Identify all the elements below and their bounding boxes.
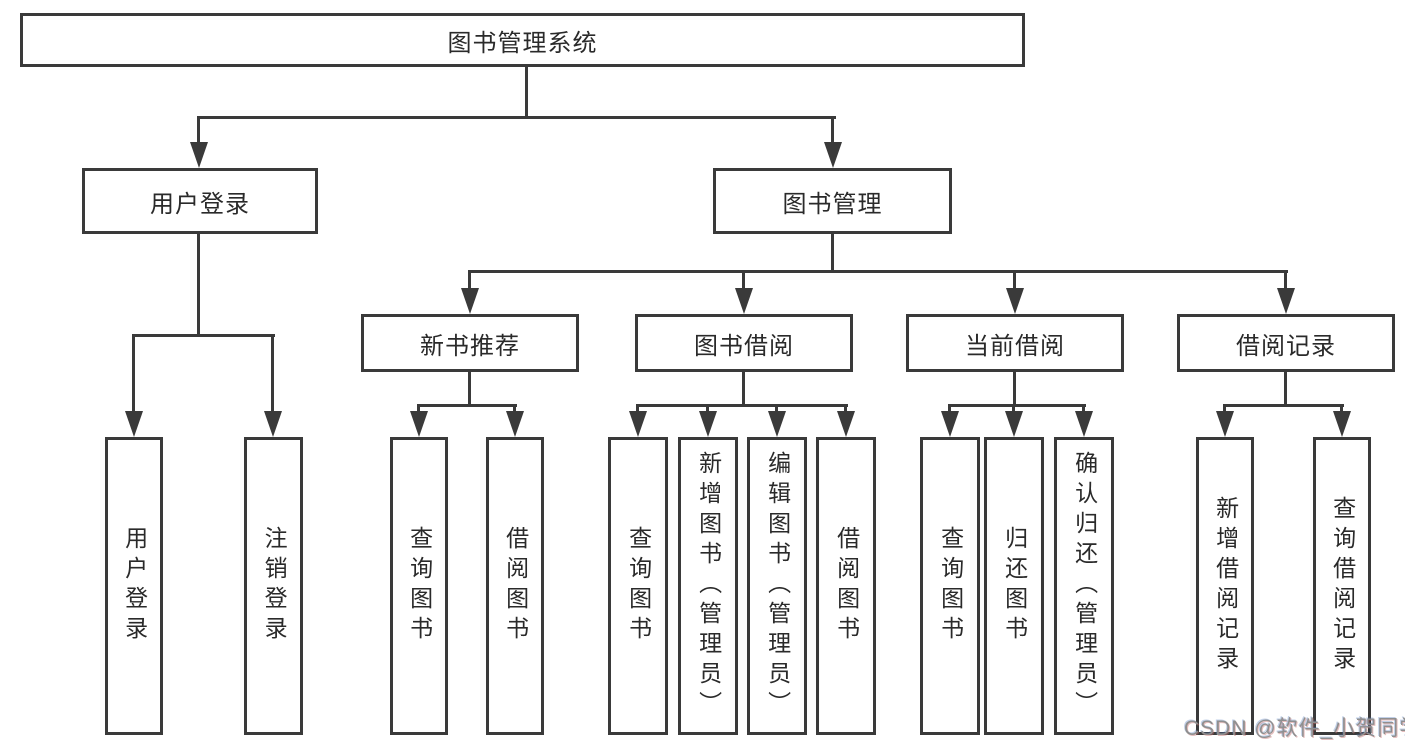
connector-current-borrow-stub <box>1013 372 1016 405</box>
connector-new-books-stub <box>468 372 471 405</box>
arrowhead-icon <box>1216 411 1234 437</box>
arrowhead-icon <box>506 411 524 437</box>
arrowhead-icon <box>1333 411 1351 437</box>
leaf-query-borrow-record: 查询借阅记录 <box>1313 437 1371 735</box>
arrowhead-icon <box>1075 411 1093 437</box>
leaf-edit-books-admin: 编辑图书（管理员） <box>747 437 807 735</box>
arrowhead-icon <box>941 411 959 437</box>
connector-drop-user-login <box>197 118 200 148</box>
arrowhead-icon <box>461 288 479 314</box>
connector-current-borrow-hline <box>948 404 1086 407</box>
connector-new-books-hline <box>417 404 517 407</box>
node-borrow-records: 借阅记录 <box>1177 314 1395 372</box>
connector-drop <box>468 271 471 292</box>
arrowhead-icon <box>1277 288 1295 314</box>
leaf-confirm-return-admin: 确认归还（管理员） <box>1054 437 1114 735</box>
connector-root-hline <box>197 116 836 119</box>
arrowhead-icon <box>125 411 143 437</box>
connector-drop <box>1013 271 1016 292</box>
leaf-add-books-admin: 新增图书（管理员） <box>678 437 738 735</box>
connector-drop <box>271 335 274 415</box>
leaf-borrow-books-newbooks: 借阅图书 <box>486 437 544 735</box>
connector-drop <box>742 271 745 292</box>
arrowhead-icon <box>1005 411 1023 437</box>
node-library-system: 图书管理系统 <box>20 13 1025 67</box>
arrowhead-icon <box>699 411 717 437</box>
connector-user-login-hline <box>132 334 275 337</box>
leaf-query-books-current: 查询图书 <box>920 437 980 735</box>
node-user-login: 用户登录 <box>82 168 318 234</box>
connector-drop-book-mgmt <box>831 118 834 148</box>
leaf-user-login: 用户登录 <box>105 437 163 735</box>
connector-drop <box>1284 271 1287 292</box>
connector-book-borrow-hline <box>636 404 848 407</box>
connector-user-login-stub <box>197 234 200 335</box>
arrowhead-icon <box>1006 288 1024 314</box>
leaf-return-books: 归还图书 <box>984 437 1044 735</box>
leaf-add-borrow-record: 新增借阅记录 <box>1196 437 1254 735</box>
arrowhead-icon <box>190 142 208 168</box>
leaf-logout: 注销登录 <box>244 437 303 735</box>
arrowhead-icon <box>629 411 647 437</box>
connector-book-mgmt-hline <box>468 270 1288 273</box>
leaf-query-books-borrow: 查询图书 <box>608 437 668 735</box>
arrowhead-icon <box>824 142 842 168</box>
arrowhead-icon <box>410 411 428 437</box>
connector-root-stub <box>525 67 528 118</box>
node-book-mgmt: 图书管理 <box>713 168 952 234</box>
node-book-borrow: 图书借阅 <box>635 314 853 372</box>
connector-borrow-records-stub <box>1284 372 1287 405</box>
leaf-query-books-newbooks: 查询图书 <box>390 437 448 735</box>
arrowhead-icon <box>837 411 855 437</box>
leaf-borrow-books: 借阅图书 <box>816 437 876 735</box>
arrowhead-icon <box>735 288 753 314</box>
connector-book-mgmt-stub <box>831 234 834 271</box>
arrowhead-icon <box>264 411 282 437</box>
connector-drop <box>132 335 135 415</box>
node-new-books: 新书推荐 <box>361 314 579 372</box>
arrowhead-icon <box>768 411 786 437</box>
connector-book-borrow-stub <box>742 372 745 405</box>
csdn-watermark: CSDN @软件_小贺同学 <box>1184 717 1405 740</box>
node-current-borrow: 当前借阅 <box>906 314 1124 372</box>
connector-borrow-records-hline <box>1223 404 1344 407</box>
